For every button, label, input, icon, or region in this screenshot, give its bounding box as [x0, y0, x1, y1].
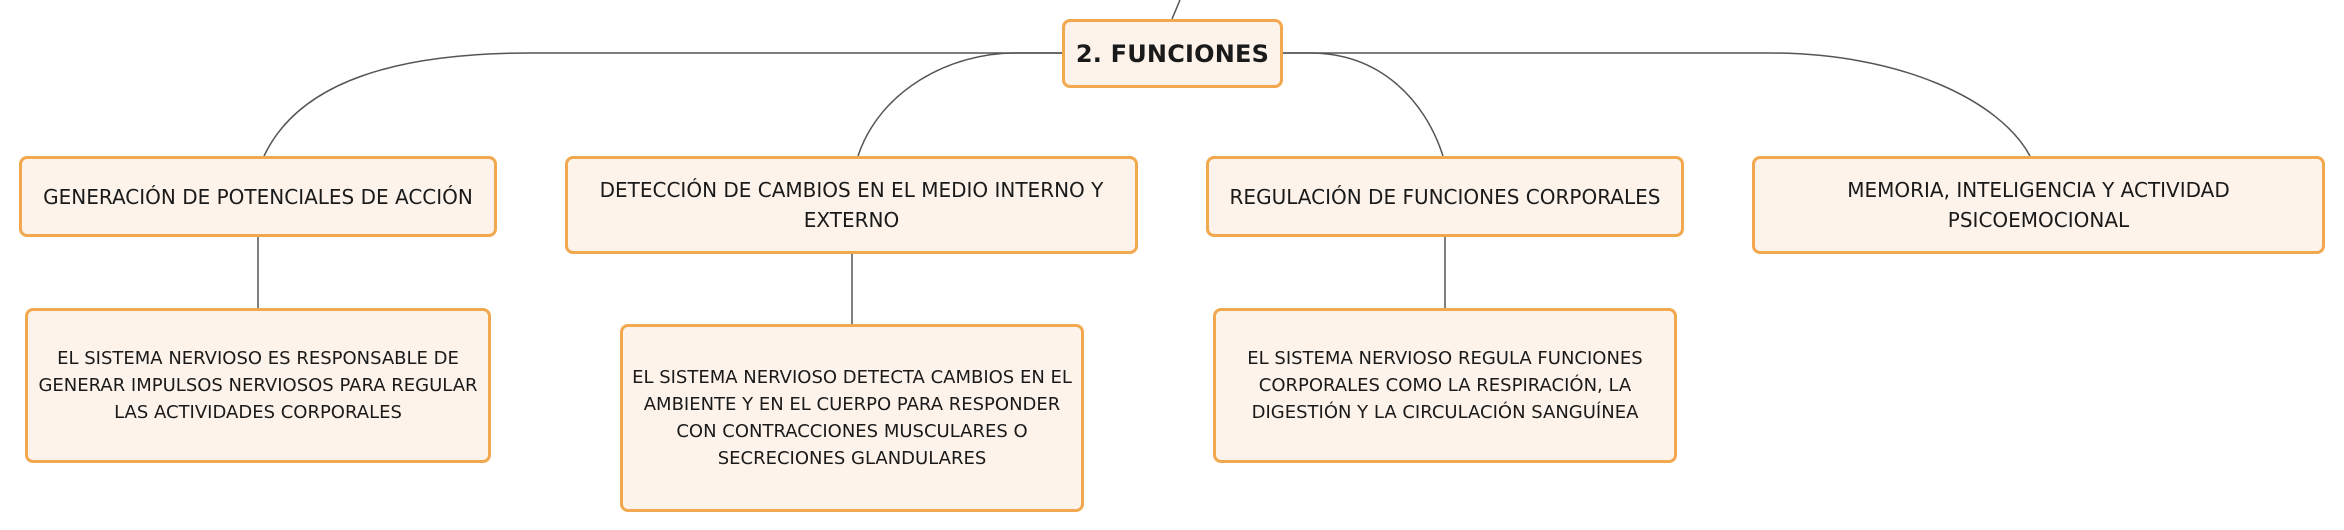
category-node-regulacion[interactable]: REGULACIÓN DE FUNCIONES CORPORALES [1206, 156, 1684, 237]
description-node-regulacion[interactable]: EL SISTEMA NERVIOSO REGULA FUNCIONES COR… [1213, 308, 1677, 463]
connector-root-to-cat-1 [263, 52, 1062, 157]
category-node-deteccion[interactable]: DETECCIÓN DE CAMBIOS EN EL MEDIO INTERNO… [565, 156, 1138, 254]
category-node-memoria[interactable]: MEMORIA, INTELIGENCIA Y ACTIVIDAD PSICOE… [1752, 156, 2325, 254]
category-label: REGULACIÓN DE FUNCIONES CORPORALES [1229, 184, 1661, 209]
description-node-deteccion[interactable]: EL SISTEMA NERVIOSO DETECTA CAMBIOS EN E… [620, 324, 1084, 512]
connector-parent [1171, 0, 1181, 20]
category-label: GENERACIÓN DE POTENCIALES DE ACCIÓN [43, 184, 473, 209]
description-text: EL SISTEMA NERVIOSO DETECTA CAMBIOS EN E… [632, 367, 1072, 469]
category-node-potenciales[interactable]: GENERACIÓN DE POTENCIALES DE ACCIÓN [19, 156, 497, 237]
description-node-potenciales[interactable]: EL SISTEMA NERVIOSO ES RESPONSABLE DE GE… [25, 308, 491, 463]
connector-root-to-cat-3 [1283, 52, 1444, 157]
description-text: EL SISTEMA NERVIOSO ES RESPONSABLE DE GE… [38, 348, 478, 423]
category-label: DETECCIÓN DE CAMBIOS EN EL MEDIO INTERNO… [599, 178, 1104, 232]
root-label: 2. FUNCIONES [1075, 39, 1270, 68]
connector-root-to-cat-2 [857, 52, 1062, 157]
connector-root-to-cat-4 [1283, 52, 2031, 157]
category-label: MEMORIA, INTELIGENCIA Y ACTIVIDAD PSICOE… [1847, 178, 2230, 232]
description-text: EL SISTEMA NERVIOSO REGULA FUNCIONES COR… [1247, 348, 1643, 423]
root-node[interactable]: 2. FUNCIONES [1062, 19, 1283, 88]
